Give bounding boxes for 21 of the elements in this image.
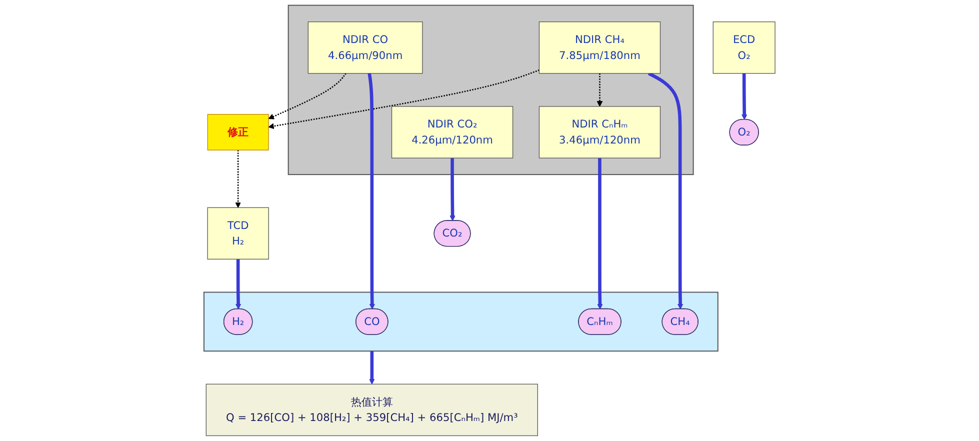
node-box: NDIR CO₂ 4.26μm/120nm (391, 106, 514, 158)
cluster (203, 292, 718, 352)
arrow (597, 158, 603, 310)
node-box: 修正 (207, 114, 269, 150)
node-box: 热值计算 Q = 126[CO] + 108[H₂] + 359[CH₄] + 665[CₙHₘ] MJ/m³ (206, 384, 538, 436)
arrow (368, 73, 376, 310)
arrow (369, 351, 375, 384)
arrow (596, 73, 603, 107)
arrow (450, 158, 456, 222)
cluster (288, 4, 694, 176)
node-box: TCD H₂ (207, 207, 269, 260)
arrow (268, 73, 346, 120)
node-box: NDIR CₙHₘ 3.46μm/120nm (538, 106, 661, 158)
arrow (741, 73, 748, 120)
node-box: ECD O₂ (712, 22, 776, 74)
arrow (268, 69, 540, 130)
arrow (235, 150, 241, 208)
node-box: NDIR CO 4.66μm/90nm (308, 22, 423, 74)
node-box: NDIR CH₄ 7.85μm/180nm (538, 22, 661, 74)
arrow (648, 72, 684, 310)
arrow (235, 259, 242, 310)
